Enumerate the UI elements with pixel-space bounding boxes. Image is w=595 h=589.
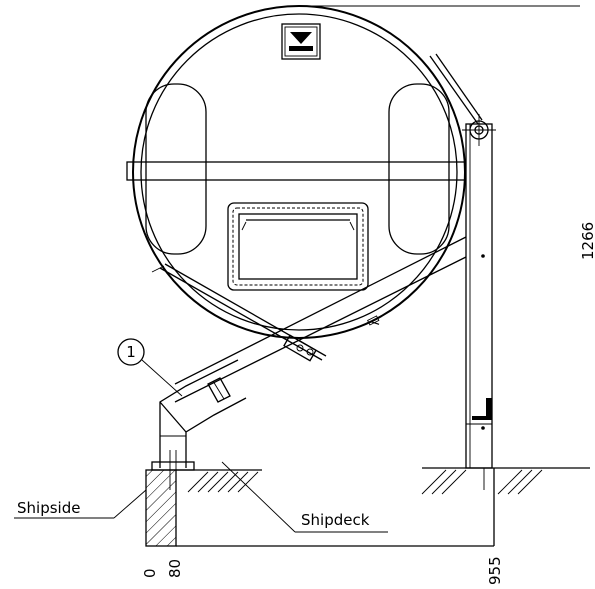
label-panel [227,202,369,291]
right-deck-hatching [421,467,590,495]
shipside-label: Shipside [14,489,147,519]
shipside-text: Shipside [17,499,80,517]
shipdeck-text: Shipdeck [301,511,370,529]
left-deck-hatching [176,469,262,493]
dimension-955: 955 [486,556,504,585]
lower-strap [159,267,323,361]
strap-buckle [283,334,317,362]
left-support-leg [151,359,247,490]
item-balloon-1: 1 [117,338,183,397]
shipdeck-label: Shipdeck [221,461,388,533]
strap-band [126,161,466,181]
dimension-80: 80 [166,559,184,578]
left-recess [145,83,207,255]
dimension-height: 1266 [579,222,595,260]
shipside-wall [145,468,495,547]
item-number: 1 [126,343,136,361]
logo-plate [281,23,321,60]
right-brace [174,236,467,403]
right-recess [388,83,450,255]
dimension-0: 0 [141,568,159,578]
liferaft-container [126,5,466,339]
lashing-strap [429,55,479,125]
vertical-post [462,114,496,490]
